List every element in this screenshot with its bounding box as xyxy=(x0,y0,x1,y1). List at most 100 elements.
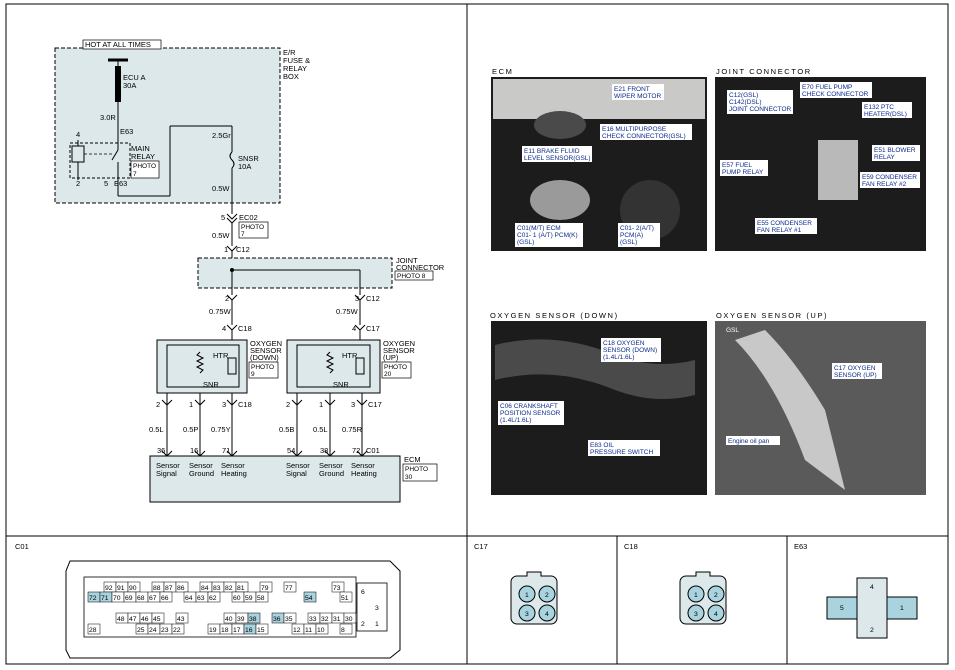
c01-pin-54: 54 xyxy=(305,595,313,602)
c01-pin-67: 67 xyxy=(149,595,157,602)
relay-switch-icon xyxy=(111,149,119,161)
relay-pin-5: 5 xyxy=(104,179,108,188)
c17-label: C17 xyxy=(366,324,380,333)
joint-callout-5b: PUMP RELAY xyxy=(722,169,764,176)
c17-pin3-icon xyxy=(356,399,368,406)
ecm-label: ECM xyxy=(404,455,421,464)
wire-0-75w-a-label: 0.75W xyxy=(209,307,232,316)
photo7b-label-1: PHOTO xyxy=(241,224,264,231)
e63-pin-4: 4 xyxy=(870,584,874,591)
fuse-box-label-3: RELAY xyxy=(283,64,307,73)
o2-down-htr: HTR xyxy=(213,351,229,360)
e63-pin-1: 1 xyxy=(900,605,904,612)
c17-pin-1: 1 xyxy=(319,400,323,409)
c01-pin-cell xyxy=(315,623,329,635)
photo20-label-1: PHOTO xyxy=(384,364,407,371)
wire-0-75w-b-label: 0.75W xyxy=(336,307,359,316)
ecm-callout-3b: LEVEL SENSOR(GSL) xyxy=(524,155,591,162)
c01-pin-79: 79 xyxy=(261,585,269,592)
c01-pin-cell xyxy=(175,581,189,593)
c12-pin3: 3 xyxy=(355,294,359,303)
wire-0-5w-a-label: 0.5W xyxy=(212,184,230,193)
c01-pin-86: 86 xyxy=(177,585,185,592)
o2down-callout-2a: C06 CRANKSHAFT xyxy=(500,403,558,410)
photo30-label-1: PHOTO xyxy=(405,466,428,473)
o2up-callout-1a: C17 OXYGEN xyxy=(834,365,876,372)
e63-label-bottom: E63 xyxy=(114,179,127,188)
c17-pin-2: 2 xyxy=(286,400,290,409)
wire-2-5gr-label: 2.5Gr xyxy=(212,131,231,140)
c01-pin-39: 39 xyxy=(237,616,245,623)
c01-pin-88: 88 xyxy=(153,585,161,592)
c01-pin-11: 11 xyxy=(305,627,312,634)
o2down-callout-1b: SENSOR (DOWN) xyxy=(603,347,657,354)
photo9-box xyxy=(248,361,279,379)
joint-callout-3a: E132 PTC xyxy=(864,104,894,111)
c01-pin-51: 51 xyxy=(341,595,349,602)
ecm-func-3b: Heating xyxy=(221,469,247,478)
joint-callout-3-bg xyxy=(862,102,912,118)
e63-panel-label: E63 xyxy=(794,542,807,551)
o2down-callout-2c: (1.4L/1.6L) xyxy=(500,417,531,424)
c01-pin-70: 70 xyxy=(113,595,121,602)
photo-joint-relays xyxy=(818,140,858,200)
ecm-func-6a: Sensor xyxy=(351,461,375,470)
c01-pin-12: 12 xyxy=(293,627,301,634)
o2down-callout-3a: E83 OIL xyxy=(590,442,614,449)
ecm-func-5a: Sensor xyxy=(319,461,343,470)
ecm-callout-4-bg xyxy=(515,223,583,247)
o2down-callout-3-bg xyxy=(588,440,660,456)
o2-down-heater-icon xyxy=(227,357,237,375)
ecm-pin-71: 71 xyxy=(222,446,230,455)
ecm-callout-3-bg xyxy=(522,146,592,162)
c18-panel-label: C18 xyxy=(624,542,638,551)
c01-pin-46: 46 xyxy=(141,616,149,623)
c18-pin4: 4 xyxy=(222,324,226,333)
joint-callout-5-bg xyxy=(720,160,768,176)
c01-pin-45: 45 xyxy=(153,616,161,623)
photo7b-label-2: 7 xyxy=(241,231,245,238)
joint-callout-7b: FAN RELAY #1 xyxy=(757,227,802,234)
photo-ecm-motor xyxy=(534,111,586,139)
joint-conn-label-1: JOINT xyxy=(396,256,418,265)
ecu-a-fuse-icon xyxy=(115,66,121,102)
joint-callout-2b: CHECK CONNECTOR xyxy=(802,91,869,98)
ecm-callout-4c: (GSL) xyxy=(517,239,534,246)
main-relay-label-1: MAIN xyxy=(131,144,150,153)
c01-pin-cell xyxy=(151,612,165,624)
photo-joint-title: JOINT CONNECTOR xyxy=(716,67,812,76)
connector-e63-panel: E63 4 5 1 2 xyxy=(794,542,918,639)
down-sensor-wires: 2 1 3 C18 0.5L 0.5P 0.75Y xyxy=(149,393,252,456)
photo-o2up-title: OXYGEN SENSOR (UP) xyxy=(716,311,828,320)
oxygen-sensor-down-box xyxy=(156,339,248,394)
ec02-label: EC02 xyxy=(239,213,258,222)
fuse-box-label-1: E/R xyxy=(283,48,296,57)
c01-side-1: 1 xyxy=(375,621,379,628)
ecm-callout-1a: E21 FRONT xyxy=(614,86,650,93)
joint-callout-7-bg xyxy=(755,218,817,234)
c17-pin-1-circle xyxy=(518,585,536,603)
c01-pin-19: 19 xyxy=(209,627,217,634)
joint-callout-1c: JOINT CONNECTOR xyxy=(729,106,792,113)
c01-pin-33: 33 xyxy=(309,616,317,623)
e63-pin-2: 2 xyxy=(870,627,874,634)
up-wire-2: 0.5L xyxy=(313,425,328,434)
c01-pin-36: 36 xyxy=(273,616,281,623)
ecm-callout-5b: PCM(A) xyxy=(620,232,643,239)
c01-pin-68: 68 xyxy=(137,595,145,602)
c01-pin-cell xyxy=(171,623,185,635)
o2down-callout-1c: (1.4L/1.6L) xyxy=(603,354,634,361)
down-wire-3: 0.75Y xyxy=(211,425,231,434)
c01-pin-62: 62 xyxy=(209,595,217,602)
joint-callout-2a: E70 FUEL PUMP xyxy=(802,84,852,91)
o2down-callout-1-bg xyxy=(601,338,661,362)
c18c-label: C18 xyxy=(238,400,252,409)
photo-ecm-title: ECM xyxy=(492,67,513,76)
c17-pin-3: 3 xyxy=(351,400,355,409)
ecm-callout-2b: CHECK CONNECTOR(GSL) xyxy=(602,133,686,140)
c18-label: C18 xyxy=(238,324,252,333)
wire-0-5w-b-label: 0.5W xyxy=(212,231,230,240)
c01-pin-43: 43 xyxy=(177,616,185,623)
